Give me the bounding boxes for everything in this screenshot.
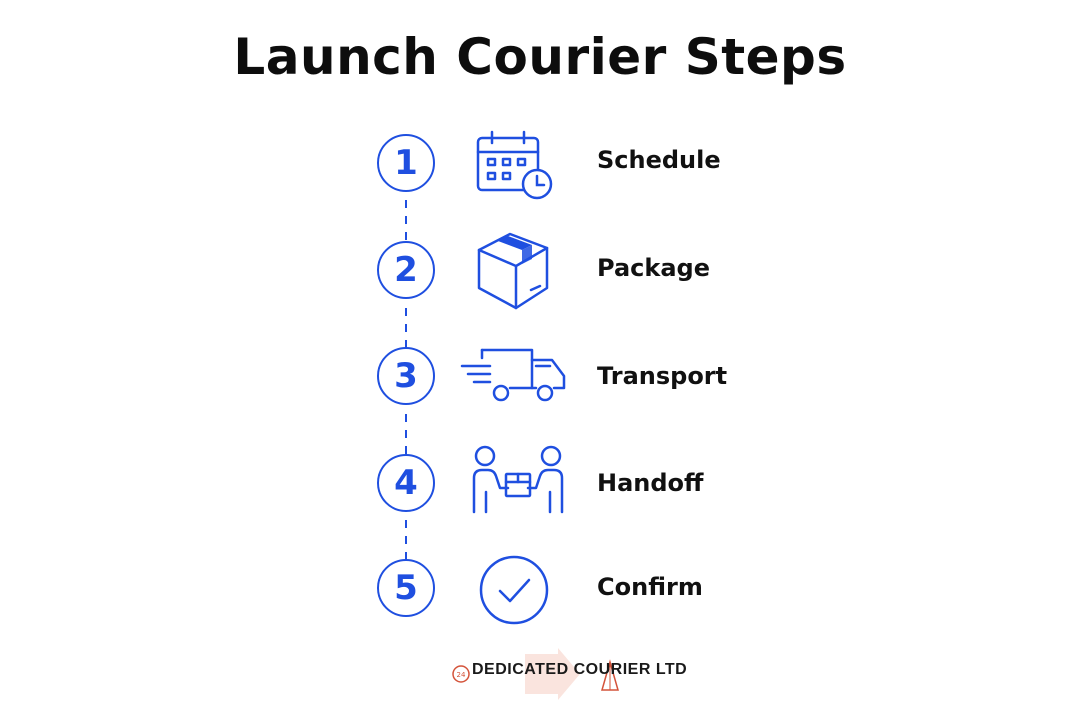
handoff-icon — [472, 445, 564, 514]
delivery-truck-icon — [460, 348, 566, 402]
step-number-1: 1 — [377, 134, 435, 192]
connector-dash — [405, 308, 407, 316]
step-label-schedule: Schedule — [597, 146, 721, 174]
box-icon — [477, 232, 549, 310]
step-label-package: Package — [597, 254, 710, 282]
connector-dash — [405, 552, 407, 560]
step-number-2: 2 — [377, 241, 435, 299]
connector-dash — [405, 232, 407, 240]
step-label-handoff: Handoff — [597, 469, 704, 497]
connector-dash — [405, 340, 407, 348]
step-number-3: 3 — [377, 347, 435, 405]
connector-dash — [405, 216, 407, 224]
page-title: Launch Courier Steps — [233, 28, 847, 86]
connector-dash — [405, 520, 407, 528]
company-logo: 24 — [452, 648, 619, 700]
connector-dash — [405, 446, 407, 454]
calendar-clock-icon — [476, 130, 553, 200]
connector-dash — [405, 414, 407, 422]
step-label-confirm: Confirm — [597, 573, 703, 601]
logo-text: DEDICATED COURIER LTD — [472, 661, 688, 678]
connector-dash — [405, 200, 407, 208]
step-label-transport: Transport — [597, 362, 728, 390]
connector-dash — [405, 430, 407, 438]
step-number-5: 5 — [377, 559, 435, 617]
checkmark-circle-icon — [479, 555, 549, 625]
logo-badge-text: 24 — [457, 671, 466, 679]
step-number-4: 4 — [377, 454, 435, 512]
connector-dash — [405, 324, 407, 332]
connector-dash — [405, 536, 407, 544]
